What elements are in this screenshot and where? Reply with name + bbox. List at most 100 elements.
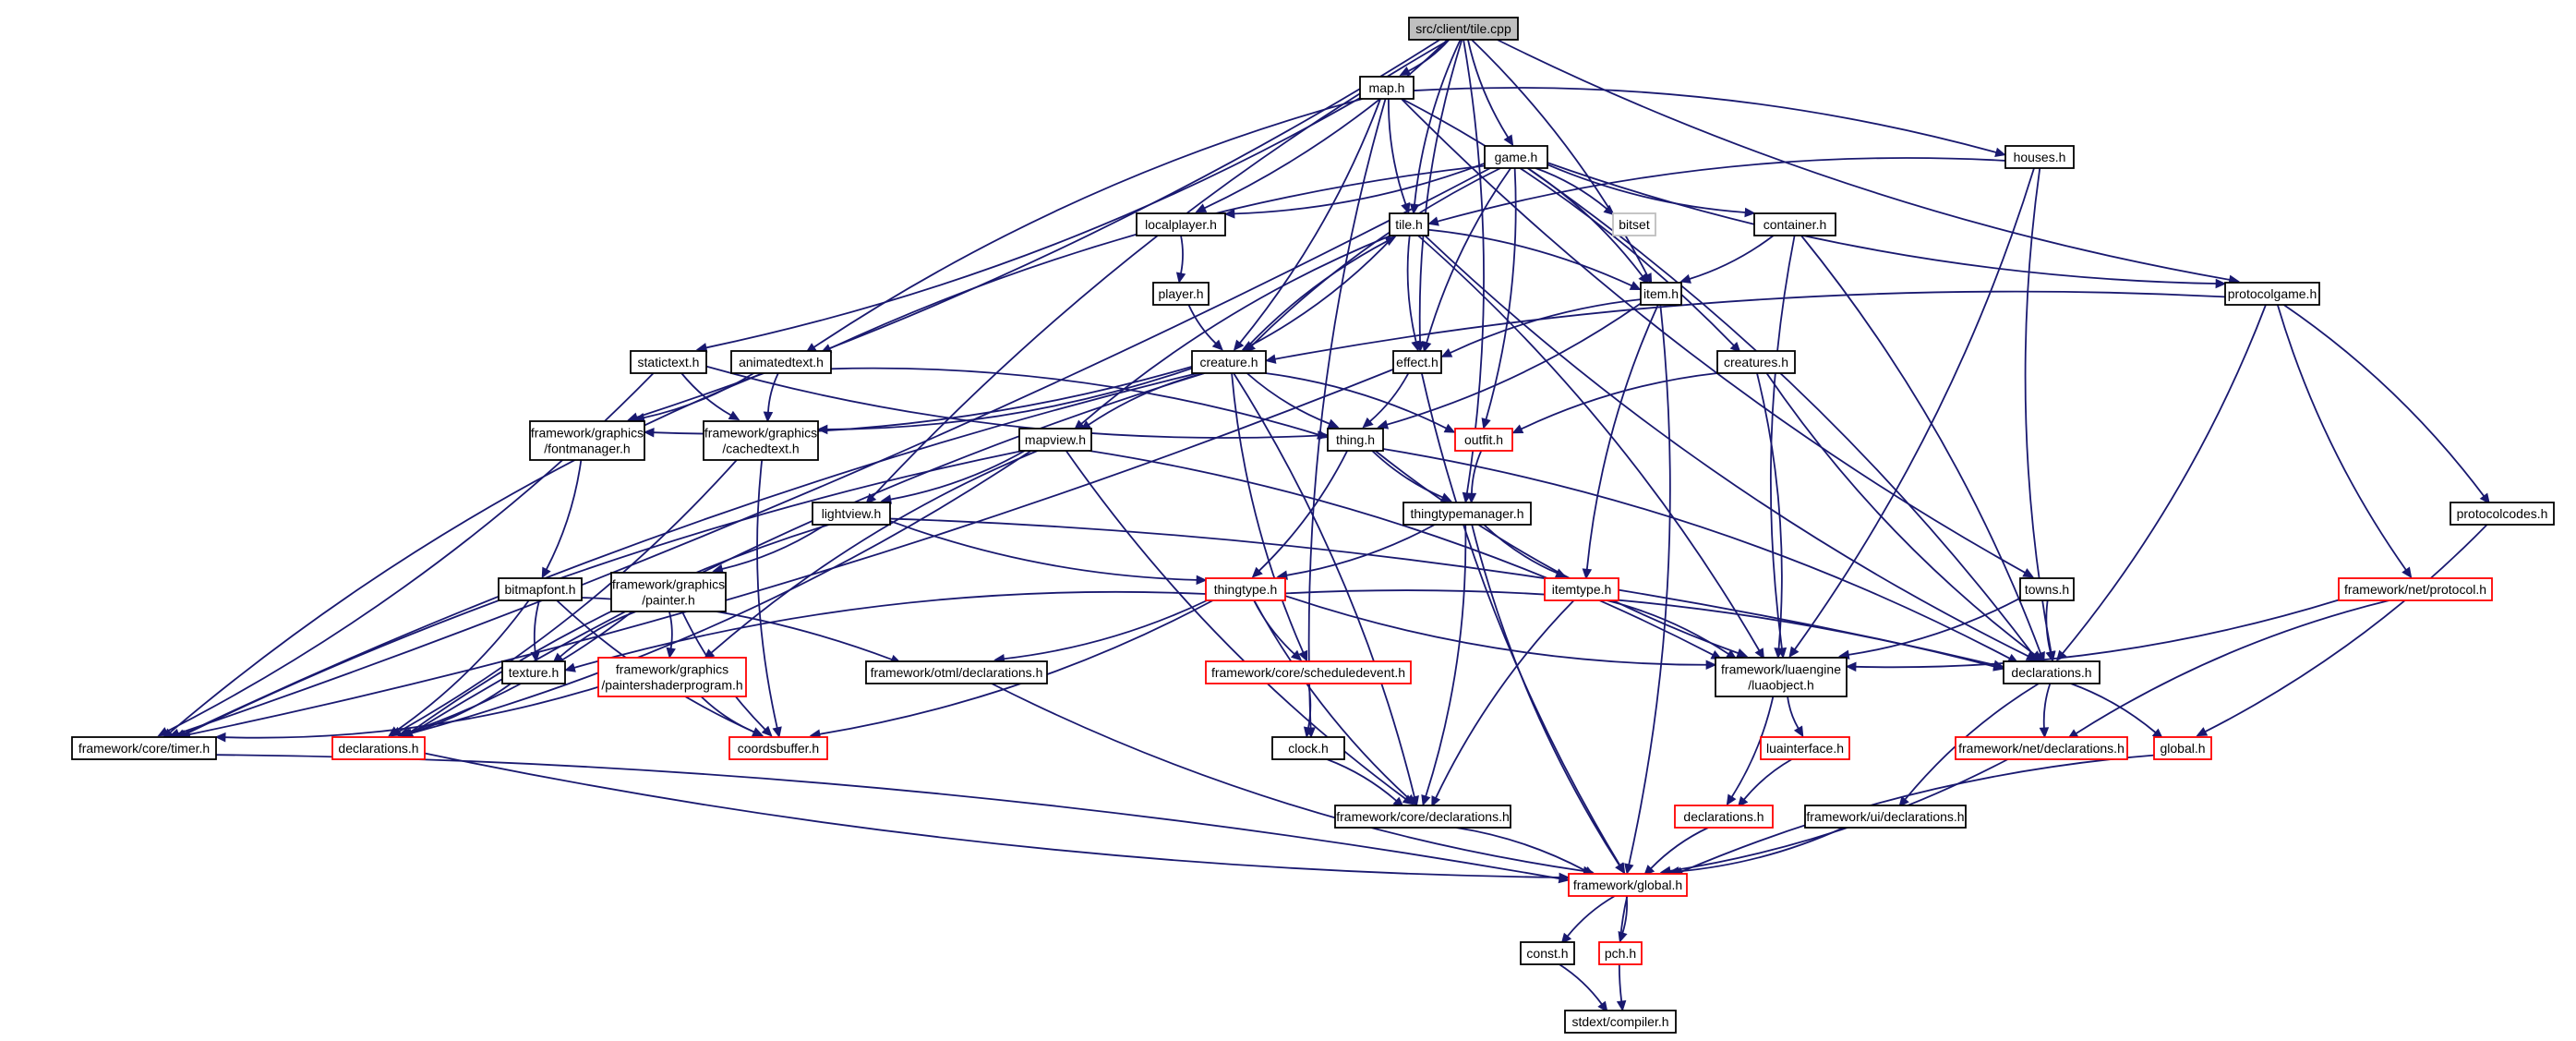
arrowhead-tileh-to-luaobjecth <box>1754 648 1765 660</box>
node-creatureh[interactable]: creature.h <box>1191 350 1267 374</box>
edge-coredeclh-to-fwglobalh <box>1455 827 1586 872</box>
edge-fontmanagerh-to-bitmapfonth <box>546 459 583 570</box>
node-netdeclh[interactable]: framework/net/declarations.h <box>1955 736 2128 760</box>
node-paintershaderh[interactable]: framework/graphics/paintershaderprogram.… <box>597 657 747 697</box>
node-luaobjecth[interactable]: framework/luaengine/luaobject.h <box>1715 657 1848 697</box>
node-coordsbufferh[interactable]: coordsbuffer.h <box>728 736 828 760</box>
node-box <box>1568 873 1688 897</box>
node-townsh[interactable]: towns.h <box>2019 577 2075 601</box>
node-statictexth[interactable]: statictext.h <box>630 350 707 374</box>
node-declh[interactable]: declarations.h <box>2003 660 2101 684</box>
node-root[interactable]: src/client/tile.cpp <box>1408 17 1519 41</box>
node-label: declarations.h <box>2011 665 2091 680</box>
edge-protocolgameh-to-creatureh <box>1274 290 2226 360</box>
node-label: player.h <box>1158 286 1203 301</box>
node-label: towns.h <box>2025 582 2069 597</box>
node-cachedtexth[interactable]: framework/graphics/cachedtext.h <box>703 420 819 461</box>
node-timerh[interactable]: framework/core/timer.h <box>71 736 217 760</box>
node-playerh[interactable]: player.h <box>1152 282 1210 306</box>
edge-thingh-to-thingtypemanagerh <box>1371 450 1443 499</box>
edge-itemh-to-itemtypeh <box>1585 304 1659 570</box>
arrowhead-animatedtexth-to-thingh <box>1317 430 1329 440</box>
node-bitset[interactable]: bitset <box>1612 212 1656 236</box>
node-housesh[interactable]: houses.h <box>2004 145 2075 169</box>
node-gameh[interactable]: game.h <box>1484 145 1548 169</box>
edge-declh-to-uideclh <box>1904 683 2040 801</box>
edge-root-to-localplayerh <box>1204 39 1449 210</box>
edge-root-to-gameh <box>1467 39 1510 139</box>
node-label: statictext.h <box>638 355 700 369</box>
node-outfith[interactable]: outfit.h <box>1454 428 1513 452</box>
arrowhead-creatureh-to-fontmanagerh <box>643 427 655 438</box>
edge-globalh-to-fwglobalh <box>1681 754 2155 873</box>
arrowhead-creaturesh-to-outfith <box>1511 424 1524 434</box>
node-thingh[interactable]: thing.h <box>1327 428 1384 452</box>
node-scheduledeventh[interactable]: framework/core/scheduledevent.h <box>1205 660 1412 684</box>
arrowhead-root-to-lightviewh <box>865 492 877 504</box>
node-box <box>1359 76 1414 100</box>
node-box <box>1716 350 1796 374</box>
node-label: protocolgame.h <box>2228 286 2317 301</box>
node-itemh[interactable]: item.h <box>1640 282 1682 306</box>
arrowhead-gameh-to-protocolgameh <box>2215 278 2227 289</box>
node-effecth[interactable]: effect.h <box>1392 350 1442 374</box>
node-containerh[interactable]: container.h <box>1753 212 1836 236</box>
node-fwprotocolh[interactable]: framework/net/protocol.h <box>2338 577 2493 601</box>
node-localplayerh[interactable]: localplayer.h <box>1136 212 1226 236</box>
node-animatedtexth[interactable]: animatedtext.h <box>730 350 832 374</box>
node-label: game.h <box>1495 150 1538 164</box>
edge-creatureh-to-mapviewh <box>1088 372 1205 426</box>
arrowhead-itemh-to-thingh <box>1377 419 1390 430</box>
node-box <box>1804 805 1967 829</box>
node-fontmanagerh[interactable]: framework/graphics/fontmanager.h <box>529 420 645 461</box>
arrowhead-gameh-to-containerh <box>1744 207 1756 218</box>
node-uideclh[interactable]: framework/ui/declarations.h <box>1804 805 1967 829</box>
node-thingtypemanagerh[interactable]: thingtypemanager.h <box>1402 502 1532 526</box>
node-label: creature.h <box>1199 355 1258 369</box>
node-pchh[interactable]: pch.h <box>1598 941 1643 965</box>
edge-gameh-to-creatureh <box>1251 167 1501 346</box>
arrowhead-itemtypeh-to-coredeclh <box>1431 795 1441 807</box>
edge-root-to-effecth <box>1418 39 1463 343</box>
node-decl3h[interactable]: declarations.h <box>1674 805 1774 829</box>
arrowhead-lightviewh-to-thingtypeh <box>1196 575 1208 586</box>
node-maph[interactable]: map.h <box>1359 76 1414 100</box>
node-label: framework/net/declarations.h <box>1958 741 2125 756</box>
node-decl2h[interactable]: declarations.h <box>331 736 426 760</box>
node-coredeclh[interactable]: framework/core/declarations.h <box>1334 805 1511 829</box>
edge-bitmapfonth-to-decl2h <box>395 599 530 732</box>
node-globalh[interactable]: global.h <box>2153 736 2212 760</box>
arrowhead-thingh-to-luaobjecth <box>1736 648 1749 658</box>
node-mapviewh[interactable]: mapview.h <box>1018 428 1092 452</box>
node-clockh[interactable]: clock.h <box>1271 736 1345 760</box>
edge-townsh-to-declh <box>2045 599 2052 653</box>
edge-paintershaderh-to-coordsbufferh <box>700 696 755 733</box>
edge-housesh-to-luaobjecth <box>1794 167 2035 650</box>
node-thingtypeh[interactable]: thingtype.h <box>1205 577 1286 601</box>
node-itemtypeh[interactable]: itemtype.h <box>1544 577 1619 601</box>
node-otmldeclh[interactable]: framework/otml/declarations.h <box>865 660 1048 684</box>
node-protocolgameh[interactable]: protocolgame.h <box>2224 282 2320 306</box>
arrowhead-outfith-to-thingtypemanagerh <box>1466 492 1477 504</box>
node-creaturesh[interactable]: creatures.h <box>1716 350 1796 374</box>
node-painterh[interactable]: framework/graphics/painter.h <box>610 572 727 612</box>
edge-thingtypeh-to-textureh <box>573 590 1207 669</box>
node-lightviewh[interactable]: lightview.h <box>812 502 891 526</box>
node-fwglobalh[interactable]: framework/global.h <box>1568 873 1688 897</box>
edge-tileh-to-declh <box>1424 235 2028 658</box>
node-protocolcodesh[interactable]: protocolcodes.h <box>2450 502 2555 526</box>
node-tileh[interactable]: tile.h <box>1389 212 1429 236</box>
edge-declh-to-globalh <box>2070 683 2157 733</box>
node-luainterfaceh[interactable]: luainterface.h <box>1760 736 1850 760</box>
node-bitmapfonth[interactable]: bitmapfont.h <box>498 577 583 601</box>
node-box <box>1136 212 1226 236</box>
node-label: /luaobject.h <box>1748 678 1814 693</box>
arrowhead-maph-to-housesh <box>1994 147 2006 157</box>
node-consth[interactable]: const.h <box>1520 941 1575 965</box>
node-textureh[interactable]: texture.h <box>501 660 566 684</box>
node-box <box>1544 577 1619 601</box>
node-compilerh[interactable]: stdext/compiler.h <box>1564 1010 1677 1034</box>
node-label: creatures.h <box>1724 355 1788 369</box>
node-box <box>2450 502 2555 526</box>
edge-consth-to-compilerh <box>1559 963 1603 1005</box>
